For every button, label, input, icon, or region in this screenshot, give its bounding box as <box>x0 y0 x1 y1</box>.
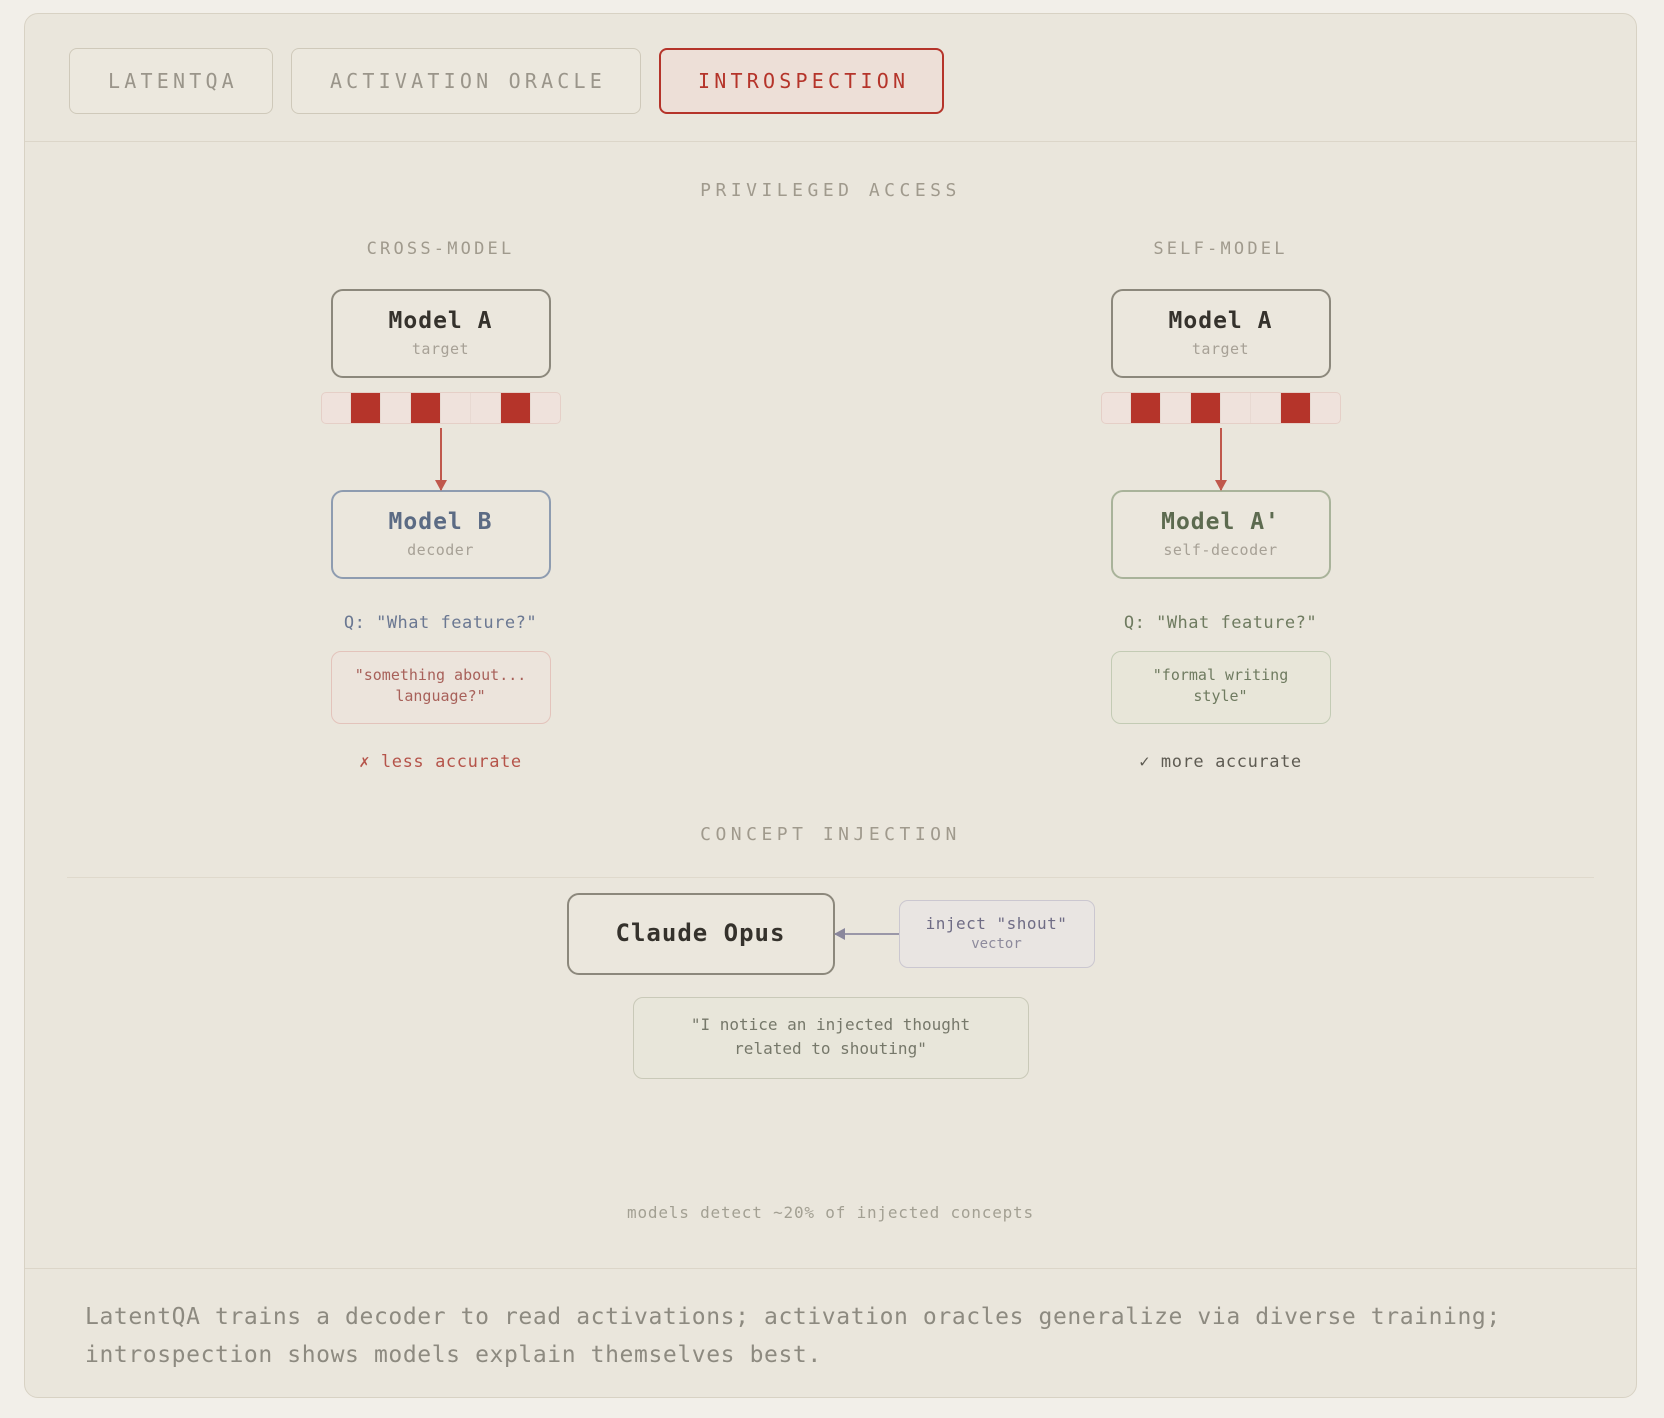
cross-model-verdict: ✗ less accurate <box>359 752 522 772</box>
claude-opus-node[interactable]: Claude Opus <box>566 893 835 975</box>
injection-stat: models detect ~20% of injected concepts <box>627 1203 1034 1222</box>
privileged-access-columns: CROSS-MODEL Model A target <box>25 239 1636 772</box>
cross-model-decoder-node[interactable]: Model B decoder <box>330 489 551 579</box>
activation-cell <box>381 392 412 423</box>
node-title: Claude Opus <box>615 919 786 947</box>
activation-cell-active <box>351 392 382 423</box>
inject-arrow-icon <box>833 928 899 940</box>
cross-model-question: Q: "What feature?" <box>343 612 538 633</box>
node-title: Model A <box>388 308 493 334</box>
self-model-decoder-node[interactable]: Model A' self-decoder <box>1110 489 1331 579</box>
claude-opus-response-box: "I notice an injected thought related to… <box>632 997 1029 1079</box>
response-line: related to shouting" <box>734 1039 927 1058</box>
tab-latentqa[interactable]: LATENTQA <box>69 48 273 114</box>
footer-summary-text: LatentQA trains a decoder to read activa… <box>85 1304 1501 1368</box>
activation-cell <box>1161 392 1192 423</box>
node-title: Model A' <box>1161 508 1280 535</box>
section-divider <box>67 877 1594 878</box>
activation-cell <box>1251 392 1281 423</box>
activation-cell <box>531 393 560 423</box>
cross-model-answer-box: "something about... language?" <box>330 650 551 724</box>
node-role: target <box>1191 339 1250 358</box>
footer-summary-bar: LatentQA trains a decoder to read activa… <box>25 1268 1636 1397</box>
response-line: "I notice an injected thought <box>690 1015 971 1034</box>
vector-label: inject "shout" <box>925 914 1068 933</box>
self-model-answer-box: "formal writing style" <box>1110 650 1331 724</box>
cross-model-target-node[interactable]: Model A target <box>330 289 551 378</box>
down-arrow-icon <box>434 427 447 491</box>
activation-cell <box>1102 392 1132 423</box>
node-title: Model B <box>388 508 493 535</box>
activation-cell-active <box>500 392 531 423</box>
cross-model-activation-strip[interactable] <box>320 391 561 424</box>
activation-cell-active <box>411 392 441 423</box>
tab-introspection[interactable]: INTROSPECTION <box>659 48 945 114</box>
activation-cell-active <box>1131 392 1162 423</box>
node-role: decoder <box>407 540 474 559</box>
activation-cell <box>471 392 501 423</box>
answer-line: "something about... <box>354 665 527 684</box>
self-model-activation-strip[interactable] <box>1100 391 1341 424</box>
diagram-canvas: PRIVILEGED ACCESS CROSS-MODEL Model A ta… <box>25 142 1636 1270</box>
concept-injection-row: Claude Opus inject "shout" vector <box>25 893 1636 975</box>
vector-sublabel: vector <box>971 936 1022 952</box>
node-title: Model A <box>1168 308 1273 334</box>
cross-model-column: CROSS-MODEL Model A target <box>291 239 591 772</box>
answer-line: style" <box>1193 687 1248 706</box>
node-role: self-decoder <box>1163 540 1278 559</box>
tab-bar: LATENTQA ACTIVATION ORACLE INTROSPECTION <box>25 14 1636 142</box>
answer-line: "formal writing <box>1152 665 1289 684</box>
activation-cell-active <box>1191 392 1221 423</box>
activation-cell <box>1311 393 1340 423</box>
down-arrow-icon <box>1214 427 1227 491</box>
activation-cell <box>322 392 352 423</box>
concept-injection-title: CONCEPT INJECTION <box>700 824 961 845</box>
privileged-access-title: PRIVILEGED ACCESS <box>700 180 961 201</box>
cross-model-label: CROSS-MODEL <box>366 239 515 259</box>
answer-line: language?" <box>395 687 486 706</box>
activation-cell <box>441 392 471 423</box>
activation-cell-active <box>1280 392 1311 423</box>
node-role: target <box>411 339 470 358</box>
activation-cell <box>1221 392 1251 423</box>
app-frame: LATENTQA ACTIVATION ORACLE INTROSPECTION… <box>24 13 1637 1398</box>
self-model-target-node[interactable]: Model A target <box>1110 289 1331 378</box>
inject-vector-box[interactable]: inject "shout" vector <box>898 900 1095 968</box>
self-model-question: Q: "What feature?" <box>1123 612 1318 633</box>
tab-activation-oracle[interactable]: ACTIVATION ORACLE <box>290 48 642 114</box>
self-model-label: SELF-MODEL <box>1153 239 1288 259</box>
self-model-verdict: ✓ more accurate <box>1139 752 1302 772</box>
self-model-column: SELF-MODEL Model A target <box>1071 239 1371 772</box>
